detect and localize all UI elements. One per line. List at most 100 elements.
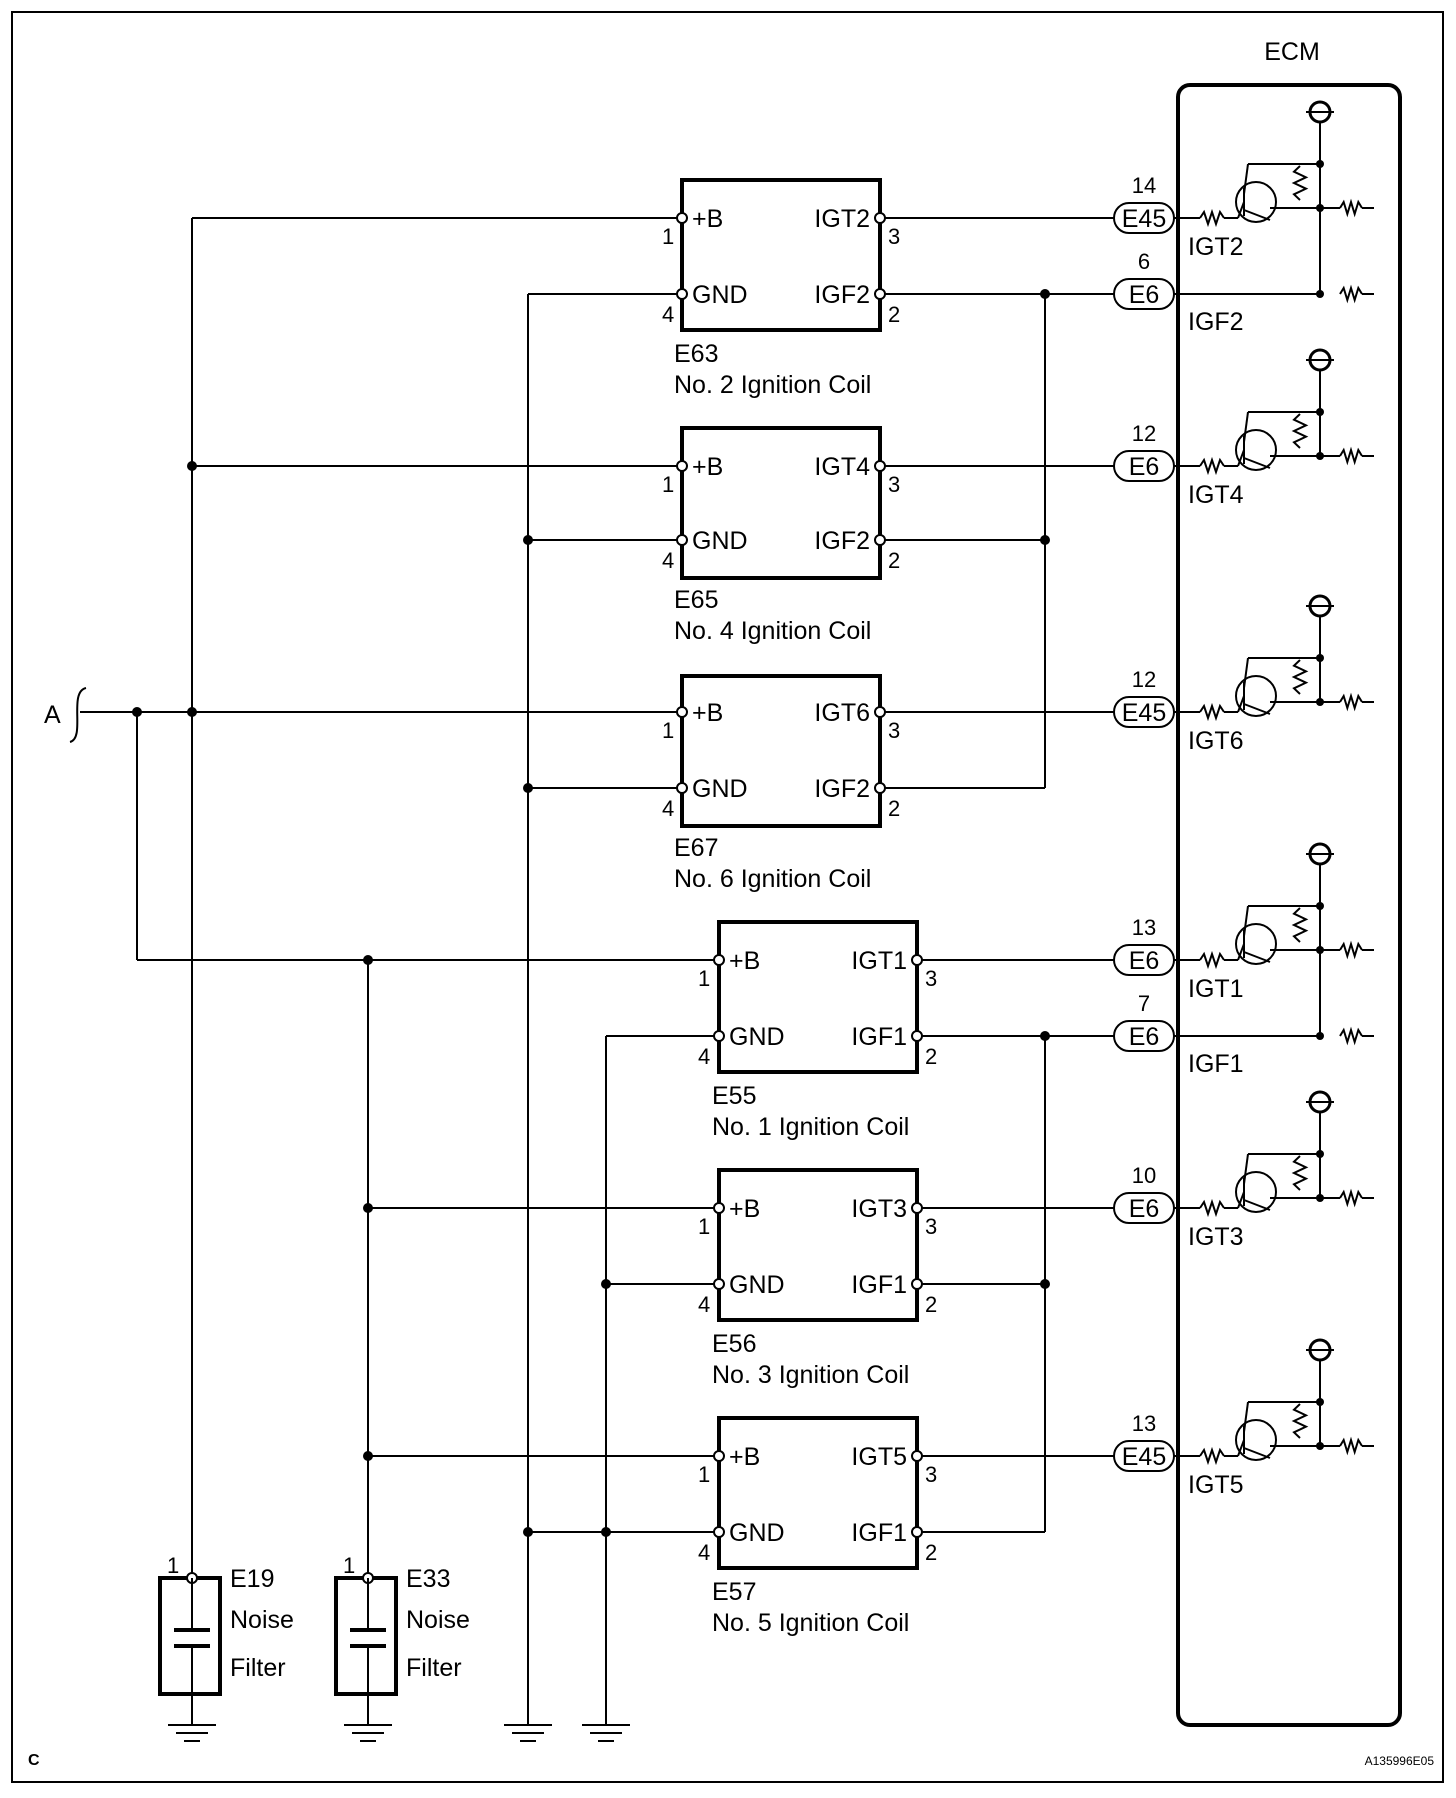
coil-name: No. 6 Ignition Coil — [674, 865, 871, 893]
svg-text:2: 2 — [888, 548, 900, 573]
svg-text:IGF2: IGF2 — [1188, 308, 1244, 336]
coil-ref: E63 — [674, 340, 718, 368]
svg-text:1: 1 — [167, 1553, 179, 1578]
ecm-connector-igt4: E6 12 IGT4 — [1113, 421, 1244, 509]
ground-icon — [582, 1724, 630, 1742]
ignition-coil-1: +B GND IGT1 IGF1 1 4 3 2 E55 No. 1 Ignit… — [698, 920, 937, 1141]
svg-text:4: 4 — [662, 302, 674, 327]
ignition-coil-6: +B GND IGT6 IGF2 1 4 3 2 E67 No. 6 Ignit… — [662, 674, 900, 893]
coil-name: No. 3 Ignition Coil — [712, 1361, 909, 1389]
ground-symbols — [168, 1724, 630, 1742]
svg-text:12: 12 — [1132, 421, 1156, 446]
svg-text:14: 14 — [1132, 173, 1156, 198]
svg-text:IGF1: IGF1 — [851, 1271, 907, 1299]
noise-filter-e33: 1 E33 Noise Filter — [334, 1553, 470, 1725]
svg-text:1: 1 — [662, 472, 674, 497]
ecm-driver-circuit — [1174, 348, 1374, 476]
svg-text:E6: E6 — [1129, 947, 1160, 975]
svg-text:13: 13 — [1132, 915, 1156, 940]
svg-text:IGT3: IGT3 — [1188, 1223, 1244, 1251]
ecm-driver-circuit — [1174, 842, 1374, 1046]
ecm-driver-circuit — [1174, 1090, 1374, 1218]
svg-text:2: 2 — [925, 1540, 937, 1565]
svg-text:IGF1: IGF1 — [1188, 1050, 1244, 1078]
svg-text:E19: E19 — [230, 1565, 274, 1593]
svg-text:2: 2 — [888, 796, 900, 821]
ecm-connector-igt5: E45 13 IGT5 — [1113, 1411, 1244, 1499]
coil-ref: E56 — [712, 1330, 756, 1358]
svg-text:6: 6 — [1138, 249, 1150, 274]
svg-text:IGT2: IGT2 — [1188, 233, 1244, 261]
figure-id: A135996E05 — [1365, 1754, 1435, 1768]
svg-text:IGT1: IGT1 — [1188, 975, 1244, 1003]
svg-text:GND: GND — [729, 1519, 785, 1547]
svg-text:IGT2: IGT2 — [814, 205, 870, 233]
wire-break-symbol — [69, 687, 87, 743]
noise-filter-e19: 1 E19 Noise Filter — [158, 1553, 294, 1725]
svg-text:4: 4 — [698, 1540, 710, 1565]
svg-text:3: 3 — [925, 1214, 937, 1239]
svg-text:4: 4 — [698, 1044, 710, 1069]
diagram-frame — [11, 11, 1444, 1783]
svg-text:E45: E45 — [1122, 699, 1166, 727]
svg-text:+B: +B — [729, 947, 760, 975]
svg-text:Filter: Filter — [230, 1654, 286, 1682]
svg-text:E33: E33 — [406, 1565, 450, 1593]
svg-text:1: 1 — [662, 224, 674, 249]
svg-text:IGF1: IGF1 — [851, 1023, 907, 1051]
corner-code: C — [28, 1752, 40, 1769]
svg-text:IGT6: IGT6 — [814, 699, 870, 727]
svg-text:IGT4: IGT4 — [1188, 481, 1244, 509]
svg-text:+B: +B — [692, 699, 723, 727]
svg-text:IGF2: IGF2 — [814, 281, 870, 309]
ecm-connector-igt6: E45 12 IGT6 — [1113, 667, 1244, 755]
svg-text:IGF2: IGF2 — [814, 775, 870, 803]
svg-text:1: 1 — [698, 1214, 710, 1239]
svg-text:3: 3 — [925, 1462, 937, 1487]
svg-text:3: 3 — [888, 472, 900, 497]
svg-text:IGT3: IGT3 — [851, 1195, 907, 1223]
svg-text:1: 1 — [698, 966, 710, 991]
ecm-internal-circuits — [1174, 100, 1374, 1466]
svg-text:1: 1 — [662, 718, 674, 743]
svg-text:2: 2 — [888, 302, 900, 327]
svg-text:+B: +B — [692, 453, 723, 481]
svg-text:IGT6: IGT6 — [1188, 727, 1244, 755]
ecm-driver-circuit — [1174, 1338, 1374, 1466]
svg-text:IGT1: IGT1 — [851, 947, 907, 975]
ecm-connector-igf1: E6 7 IGF1 — [1113, 991, 1244, 1078]
svg-text:GND: GND — [729, 1271, 785, 1299]
svg-text:2: 2 — [925, 1292, 937, 1317]
svg-text:IGF1: IGF1 — [851, 1519, 907, 1547]
svg-text:Filter: Filter — [406, 1654, 462, 1682]
coil-ref: E55 — [712, 1082, 756, 1110]
svg-text:+B: +B — [729, 1443, 760, 1471]
ecm-connector-igt1: E6 13 IGT1 — [1113, 915, 1244, 1003]
ground-icon — [344, 1724, 392, 1742]
svg-text:IGT5: IGT5 — [1188, 1471, 1244, 1499]
ecm-driver-circuit — [1174, 594, 1374, 722]
svg-text:3: 3 — [888, 718, 900, 743]
svg-text:E6: E6 — [1129, 1023, 1160, 1051]
svg-text:GND: GND — [692, 775, 748, 803]
coil-name: No. 5 Ignition Coil — [712, 1609, 909, 1637]
svg-text:GND: GND — [692, 281, 748, 309]
svg-text:1: 1 — [698, 1462, 710, 1487]
svg-text:Noise: Noise — [406, 1606, 470, 1634]
svg-text:4: 4 — [698, 1292, 710, 1317]
ecm-box — [1176, 83, 1402, 1727]
svg-text:4: 4 — [662, 548, 674, 573]
svg-text:GND: GND — [729, 1023, 785, 1051]
svg-text:1: 1 — [343, 1553, 355, 1578]
ecm-connector-igf2: E6 6 IGF2 — [1113, 249, 1244, 336]
ecm-connector-igt2: E45 14 IGT2 — [1113, 173, 1244, 261]
svg-text:E45: E45 — [1122, 1443, 1166, 1471]
svg-text:GND: GND — [692, 527, 748, 555]
svg-text:E6: E6 — [1129, 281, 1160, 309]
svg-text:3: 3 — [925, 966, 937, 991]
svg-text:E45: E45 — [1122, 205, 1166, 233]
coil-name: No. 4 Ignition Coil — [674, 617, 871, 645]
svg-text:Noise: Noise — [230, 1606, 294, 1634]
coil-ref: E67 — [674, 834, 718, 862]
